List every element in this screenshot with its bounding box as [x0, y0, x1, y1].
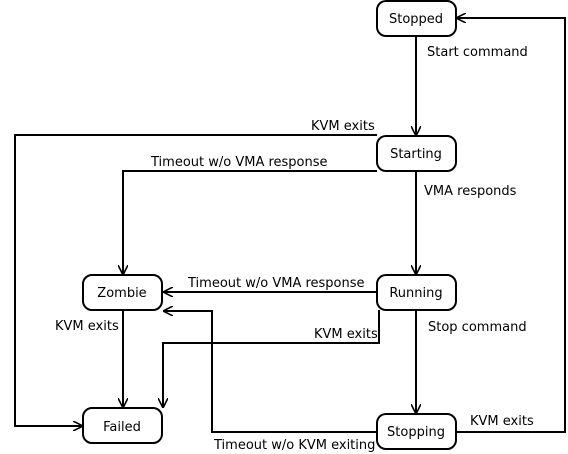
- state-starting-label: Starting: [390, 147, 442, 162]
- label-timeout-starting: Timeout w/o VMA response: [150, 155, 328, 170]
- state-zombie-label: Zombie: [97, 286, 146, 301]
- state-stopping-label: Stopping: [387, 425, 445, 440]
- label-vma-responds: VMA responds: [424, 184, 517, 199]
- edge-starting-to-failed: [14, 134, 377, 426]
- state-failed: Failed: [82, 407, 163, 444]
- label-timeout-kvm: Timeout w/o KVM exiting: [213, 438, 375, 453]
- state-running-label: Running: [389, 286, 442, 301]
- state-stopped: Stopped: [376, 0, 457, 37]
- state-zombie: Zombie: [82, 274, 163, 311]
- label-start-command: Start command: [427, 45, 528, 60]
- state-failed-label: Failed: [103, 420, 141, 435]
- state-running: Running: [376, 274, 457, 311]
- label-stop-command: Stop command: [428, 320, 527, 335]
- state-stopped-label: Stopped: [389, 12, 443, 27]
- label-timeout-running: Timeout w/o VMA response: [187, 276, 365, 291]
- label-kvm-exits-running: KVM exits: [314, 327, 378, 342]
- edge-stopping-to-zombie: [164, 311, 377, 433]
- state-starting: Starting: [376, 135, 457, 172]
- edge-stopping-to-stopped: [456, 18, 566, 433]
- label-kvm-exits-zombie: KVM exits: [55, 319, 119, 334]
- label-kvm-exits-starting: KVM exits: [311, 119, 375, 134]
- edge-running-to-failed: [163, 310, 380, 407]
- state-stopping: Stopping: [376, 413, 457, 450]
- label-kvm-exits-stopping: KVM exits: [470, 414, 534, 429]
- edge-starting-to-zombie: [123, 170, 377, 274]
